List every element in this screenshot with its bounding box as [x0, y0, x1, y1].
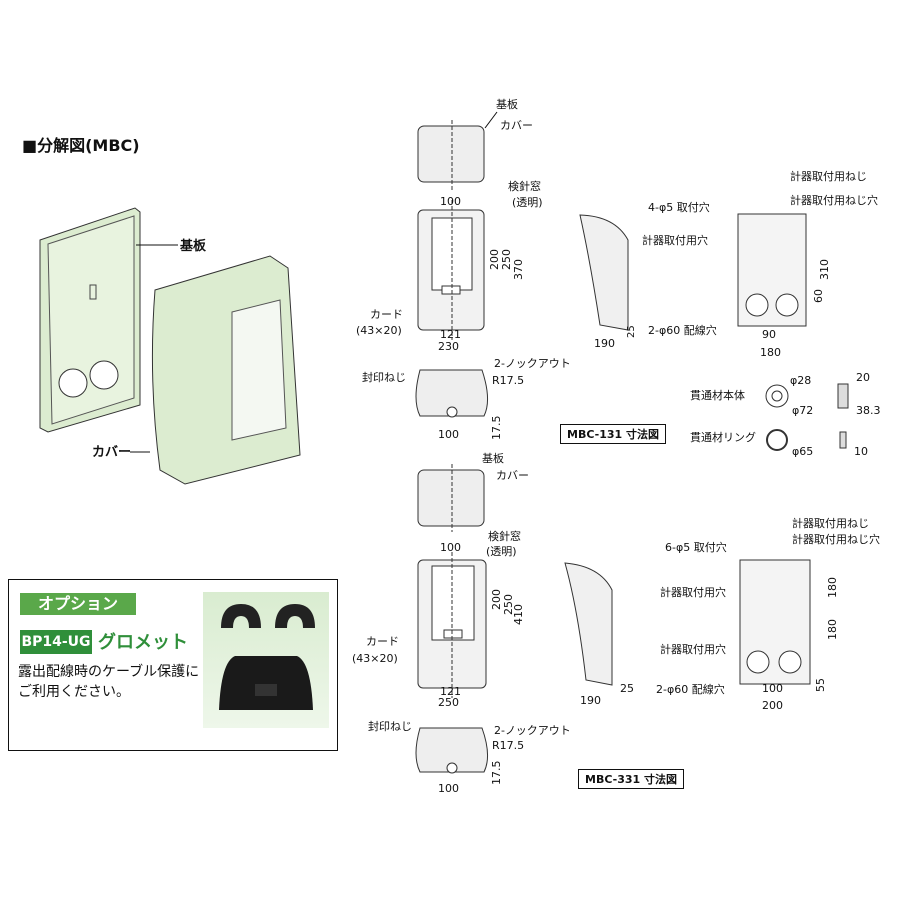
mbc331-dim-100-top: 100	[440, 541, 461, 554]
option-tag: オプション	[20, 593, 136, 615]
mbc131-dim-230: 230	[438, 340, 459, 353]
mbc331-window-note: (透明)	[486, 545, 517, 558]
mbc331-front-view	[417, 552, 487, 698]
mbc131-caption: MBC-131 寸法図	[560, 424, 667, 444]
mbc331-mount-holes: 6-φ5 取付穴	[665, 540, 727, 554]
mbc131-cover-label: カバー	[500, 119, 533, 132]
cover-label: カバー	[92, 445, 131, 460]
mbc131-dim-121: 121	[440, 328, 461, 341]
penetration-w10: 10	[854, 445, 868, 458]
mbc331-window-label: 検針窓	[488, 529, 521, 543]
mbc131-dim-100-bot: 100	[438, 428, 459, 441]
penetration-w20: 20	[856, 371, 870, 384]
mbc131-dim-370: 370	[512, 259, 525, 280]
mbc331-dim-175: 17.5	[490, 761, 503, 786]
mbc331-knockout: 2-ノックアウト	[494, 724, 571, 737]
mbc131-wiring-holes: 2-φ60 配線穴	[648, 323, 717, 337]
penetration-w383: 38.3	[856, 404, 881, 417]
mbc331-r175: R17.5	[492, 739, 524, 752]
mbc131-dim-100-top: 100	[440, 195, 461, 208]
mbc131-window-label: 検針窓	[508, 179, 541, 193]
mbc331-meter-hole-2: 計器取付用穴	[660, 642, 726, 656]
page-title: ■分解図(MBC)	[22, 136, 140, 155]
grommet-photo	[203, 592, 329, 728]
exploded-cover	[151, 255, 301, 485]
option-description: 露出配線時のケーブル保護にご利用ください。	[18, 664, 200, 700]
mbc331-bottom-view	[415, 727, 488, 774]
penetration-d65: φ65	[792, 445, 813, 458]
mbc331-wiring-holes: 2-φ60 配線穴	[656, 682, 725, 696]
mbc331-dim-100: 100	[762, 682, 783, 695]
mbc331-dim-200w: 200	[762, 699, 783, 712]
mbc131-dim-90: 90	[762, 328, 776, 341]
exploded-base-plate	[39, 207, 141, 433]
mbc131-card-label: カード	[370, 308, 403, 321]
mbc331-seal-screw: 封印ねじ	[368, 719, 412, 733]
penetration-ring-drawing	[766, 429, 847, 451]
mbc131-dim-310: 310	[818, 259, 831, 280]
mbc331-dim-250: 250	[502, 594, 515, 615]
penetration-body-label: 貫通材本体	[690, 388, 745, 402]
mbc131-window-note: (透明)	[512, 196, 543, 209]
mbc131-dim-60: 60	[812, 289, 825, 303]
mbc331-card-label: カード	[366, 635, 399, 648]
penetration-d72: φ72	[792, 404, 813, 417]
mbc131-back-view	[737, 213, 807, 327]
option-model: BP14-UG	[20, 630, 92, 654]
mbc331-side-25: 25	[620, 682, 634, 695]
mbc131-side-190: 190	[594, 337, 615, 350]
mbc131-bottom-view	[415, 369, 488, 418]
mbc131-dim-180: 180	[760, 346, 781, 359]
mbc331-dim-180b: 180	[826, 619, 839, 640]
penetration-d28: φ28	[790, 374, 811, 387]
mbc331-dim-180a: 180	[826, 577, 839, 598]
mbc131-side-view	[579, 214, 629, 331]
mbc131-knockout: 2-ノックアウト	[494, 357, 571, 370]
mbc131-meter-screw-hole: 計器取付用ねじ穴	[790, 193, 878, 207]
mbc131-front-view	[417, 200, 485, 340]
mbc331-dim-100-bot: 100	[438, 782, 459, 795]
mbc131-card-size: (43×20)	[356, 324, 402, 337]
mbc131-seal-screw: 封印ねじ	[362, 370, 406, 384]
mbc331-dim-121: 121	[440, 685, 461, 698]
mbc331-base-label: 基板	[482, 451, 504, 465]
mbc131-meter-screw: 計器取付用ねじ	[790, 169, 867, 183]
mbc331-meter-screw-hole: 計器取付用ねじ穴	[792, 532, 880, 546]
mbc131-dim-200: 200	[488, 249, 501, 270]
mbc331-side-190: 190	[580, 694, 601, 707]
mbc131-dim-250: 250	[500, 249, 513, 270]
mbc331-dim-55: 55	[814, 678, 827, 692]
mbc131-top-view	[417, 120, 485, 190]
mbc331-meter-screw: 計器取付用ねじ	[792, 516, 869, 530]
penetration-ring-label: 貫通材リング	[690, 430, 756, 444]
mbc131-mount-holes: 4-φ5 取付穴	[648, 200, 710, 214]
mbc131-dim-175: 17.5	[490, 416, 503, 441]
mbc331-dim-410: 410	[512, 604, 525, 625]
mbc331-top-view	[417, 464, 485, 532]
grommet-icon	[219, 604, 315, 710]
base-label: 基板	[179, 238, 207, 254]
mbc331-dim-200: 200	[490, 589, 503, 610]
mbc131-r175: R17.5	[492, 374, 524, 387]
option-name: グロメット	[98, 632, 188, 653]
penetration-body-drawing	[765, 383, 849, 409]
mbc131-meter-hole: 計器取付用穴	[642, 233, 708, 247]
mbc131-base-label: 基板	[496, 97, 518, 111]
mbc331-back-view	[739, 559, 811, 685]
mbc331-dim-250w: 250	[438, 696, 459, 709]
mbc331-side-view	[564, 562, 613, 686]
mbc331-caption: MBC-331 寸法図	[578, 769, 685, 789]
mbc331-card-size: (43×20)	[352, 652, 398, 665]
mbc131-side-25: 25	[626, 325, 637, 338]
mbc331-cover-label: カバー	[496, 469, 529, 482]
mbc331-meter-hole-1: 計器取付用穴	[660, 585, 726, 599]
